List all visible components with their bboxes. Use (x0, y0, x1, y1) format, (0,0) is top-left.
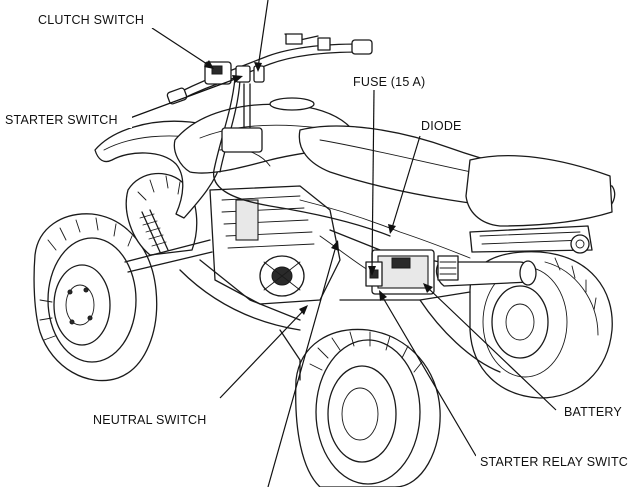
leader-diode (391, 135, 421, 229)
label-battery: BATTERY (564, 405, 622, 419)
leader-fuse (371, 89, 375, 271)
leader-battery (427, 287, 557, 411)
callout-labels: CLUTCH SWITCH STARTER SWITCH FUSE (15 A)… (2, 10, 640, 470)
leader-neutral-switch (219, 309, 305, 399)
label-clutch-switch: CLUTCH SWITCH (38, 13, 144, 27)
rear-near-wheel (295, 328, 441, 487)
handlebars (166, 33, 373, 153)
leader-lines (129, 0, 557, 487)
leader-top-cut (257, 0, 269, 69)
atv-illustration (33, 33, 616, 487)
front-right-wheel (125, 172, 198, 256)
front-left-wheel (33, 213, 158, 382)
front-shock (124, 209, 213, 273)
label-starter-relay-switch: STARTER RELAY SWITC (480, 455, 628, 469)
leader-starter-relay (381, 295, 477, 457)
label-fuse: FUSE (15 A) (353, 75, 425, 89)
leader-bottom-cut (267, 245, 337, 487)
leader-clutch-switch (151, 27, 211, 67)
label-neutral-switch: NEUTRAL SWITCH (93, 413, 206, 427)
leader-starter-switch (129, 77, 239, 119)
label-diode: DIODE (421, 119, 462, 133)
label-starter-switch: STARTER SWITCH (5, 113, 118, 127)
battery-relay-cluster (365, 249, 459, 295)
rear-fender (465, 154, 613, 227)
engine-frame (179, 185, 501, 381)
